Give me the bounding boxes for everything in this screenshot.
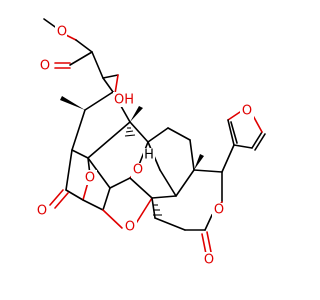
bond [102,74,119,79]
bond [129,177,153,199]
label-backdrop [202,252,216,267]
bond [69,51,93,66]
atom-label-hydroxyl: OH [114,93,134,108]
stereo-wedge [194,154,204,170]
bond [227,119,235,146]
label-backdrop [240,104,254,119]
bond [82,199,104,211]
atom-label-ketone-oxygen: O [37,204,47,219]
bond [102,77,114,93]
bond [65,149,73,191]
atom-label-lactone-carbonyl-oxygen: O [204,253,214,268]
bond [167,127,191,141]
label-backdrop [123,220,137,235]
bond [159,169,177,197]
label-backdrop [38,58,52,73]
label-backdrop [143,148,155,163]
bond [129,121,149,143]
bond [154,217,186,231]
bond [71,149,89,159]
bond [71,109,86,151]
bond [87,121,131,159]
bond [254,133,266,151]
stereo-hash [124,134,136,137]
bond [147,127,169,143]
bond [102,209,123,229]
bond-layer [43,18,266,255]
bond [201,233,207,255]
bond [75,39,93,53]
atom-label-left-bridge-oxygen: O [85,171,95,186]
bond [251,131,263,149]
bond [204,214,213,231]
bond [221,144,235,173]
stereo-hash [125,130,134,133]
bond [230,121,238,144]
label-backdrop [55,25,67,39]
bond [109,177,131,189]
bond [54,192,69,209]
label-backdrop [131,163,145,178]
atom-label-center-bridge-oxygen: O [133,163,143,178]
bond [91,51,104,79]
bond [134,197,153,226]
atom-label-lactone-ring-oxygen: O [214,203,224,218]
atom-label-lower-bridge-oxygen: O [125,220,135,235]
stereo-wedge [130,106,143,122]
molecule-structure-drawing: O O OH O O O O H O O O [35,18,266,268]
atom-label-ring-junction-hydrogen: H [144,148,154,163]
bond [206,231,212,253]
bond [65,34,77,41]
bond [193,169,223,173]
bond [49,189,64,206]
bond [87,157,111,189]
bond [65,189,84,201]
bond [102,187,111,211]
atom-label-furan-oxygen: O [242,104,252,119]
label-backdrop [35,204,49,219]
stereo-wedge [60,96,85,110]
bond [151,195,177,199]
bond [233,144,253,149]
atom-label-ester-oxygen: O [57,25,67,40]
bond [175,169,195,197]
label-backdrop [83,170,97,185]
atom-label-layer: O O OH O O O O H O O O [35,25,254,268]
label-backdrop [113,92,137,107]
bond [84,91,114,111]
stereo-layer [60,96,204,216]
bond [189,139,195,171]
label-backdrop [212,203,226,218]
atom-label-ester-carbonyl-oxygen: O [40,59,50,74]
